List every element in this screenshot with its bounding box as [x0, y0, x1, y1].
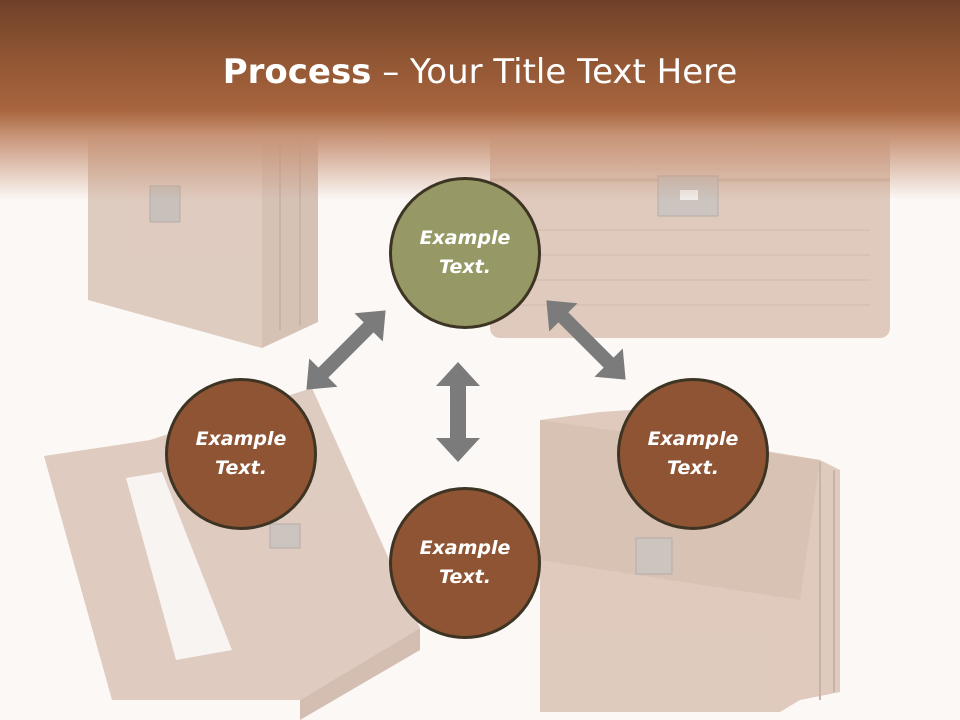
double-arrow-vertical — [436, 362, 480, 462]
title-bold: Process — [222, 52, 372, 92]
node-top-label: Example Text. — [419, 227, 511, 278]
process-node-right: Example Text. — [617, 378, 769, 530]
title-rest: – Your Title Text Here — [371, 52, 738, 92]
process-node-bottom: Example Text. — [389, 487, 541, 639]
slide-title: Process – Your Title Text Here — [0, 52, 960, 92]
double-arrow-top-right — [546, 300, 626, 380]
process-node-left: Example Text. — [165, 378, 317, 530]
title-bar — [0, 0, 960, 200]
double-arrow-top-left — [306, 310, 386, 390]
node-right-label: Example Text. — [647, 428, 739, 479]
process-node-top: Example Text. — [389, 177, 541, 329]
node-left-label: Example Text. — [195, 428, 287, 479]
briefcase-bottom-left — [44, 388, 420, 720]
node-bottom-label: Example Text. — [419, 537, 511, 588]
